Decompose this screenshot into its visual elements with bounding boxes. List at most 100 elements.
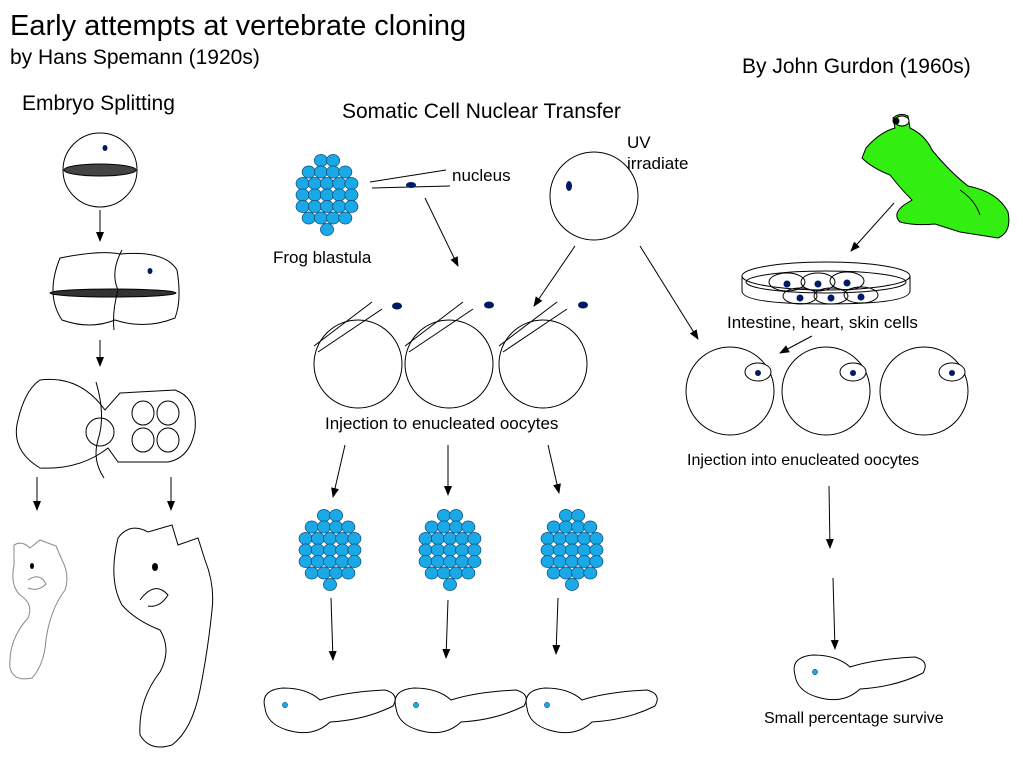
blastula-cell (344, 200, 359, 213)
blastula-cell (449, 520, 463, 534)
blastula-cell (329, 520, 343, 534)
scnt-injection-label: Injection to enucleated oocytes (325, 414, 559, 433)
blastula-cell (546, 566, 561, 580)
blastula-cell (552, 532, 567, 545)
blastula-cell (344, 188, 359, 202)
oocyte-icon (685, 346, 969, 436)
arrow (639, 245, 699, 340)
tadpole-eye (413, 701, 419, 709)
blastula-cell (344, 177, 359, 190)
irradiate-label: irradiate (627, 154, 689, 173)
blastula-cell (424, 520, 439, 534)
tadpole-eye (282, 701, 288, 709)
pipette-edge (502, 308, 568, 353)
blastula-cell (310, 543, 325, 557)
blastula-cell (295, 177, 310, 190)
blastula-cell (418, 532, 433, 545)
blastula-cell (329, 566, 343, 580)
frog-blastula-label: Frog blastula (273, 248, 372, 267)
blastula-cell (443, 543, 457, 557)
arrow (331, 444, 346, 498)
blastula-cell (307, 177, 322, 190)
blastula-cell (430, 555, 445, 568)
blastula-cell (341, 520, 356, 534)
page-subtitle: by Hans Spemann (1920s) (10, 46, 260, 69)
blastula-cell (341, 566, 356, 580)
blastula-cell (323, 555, 337, 568)
blastula-cell (577, 532, 592, 545)
gurdon-heading: By John Gurdon (1960s) (742, 55, 971, 78)
uv-oocyte-icon (549, 151, 639, 241)
arrow (552, 597, 561, 655)
nucleus-label: nucleus (452, 166, 511, 185)
oocyte (313, 319, 403, 409)
blastula-cell (347, 555, 362, 568)
blastula-cell (310, 555, 325, 568)
tadpole-eye (812, 668, 818, 676)
embryo-splitting-heading: Embryo Splitting (22, 92, 175, 115)
blastula-cell (430, 532, 445, 545)
blastula-cell (307, 188, 322, 202)
blastula-cell (332, 200, 347, 213)
blastula-cell (313, 211, 328, 225)
arrow (328, 597, 337, 661)
blastula-cell (326, 165, 340, 179)
blastula-cell (338, 165, 353, 179)
blastula-cell (418, 555, 433, 568)
tadpole-body (525, 687, 658, 734)
oocyte-icon (313, 301, 588, 409)
pipette-edge (408, 308, 474, 353)
blastula-cell (577, 543, 592, 557)
blastula-cell (301, 165, 316, 179)
nucleus (484, 301, 494, 309)
blastula-cell (338, 211, 353, 225)
blastula-cell (347, 532, 362, 545)
frog-icon (861, 113, 1010, 239)
large-larva-icon (113, 524, 214, 748)
blastula-cell (443, 555, 457, 568)
blastula-cell (301, 211, 316, 225)
pipette-edge (317, 308, 383, 353)
blastula-cell (449, 566, 463, 580)
blastula-cell (323, 532, 337, 545)
blastula-cell (316, 566, 331, 580)
blastula-cell (326, 211, 340, 225)
oocyte (781, 346, 871, 436)
blastula-cell (552, 543, 567, 557)
blastula-cell (565, 543, 579, 557)
arrow (825, 485, 834, 549)
cells-label: Intestine, heart, skin cells (727, 313, 918, 332)
blastula-cell (540, 543, 555, 557)
arrow (424, 197, 459, 267)
blastula-cell (313, 165, 328, 179)
gurdon-injection-label: Injection into enucleated oocytes (687, 452, 920, 469)
pipette-icon (369, 169, 451, 189)
blastula-cell (583, 566, 598, 580)
blastula-cell (577, 555, 592, 568)
pipette-edge (313, 301, 373, 347)
blastula-cell (571, 520, 585, 534)
blastula-cell (449, 509, 463, 522)
blastula-cell (310, 532, 325, 545)
blastula-cell (571, 566, 585, 580)
blastula-cell (418, 543, 433, 557)
blastula-cell (347, 543, 362, 557)
blastula-cell (552, 555, 567, 568)
tadpole-icon (793, 654, 926, 701)
blastula-cell (316, 509, 331, 522)
uv-label: UV (627, 133, 651, 152)
blastula-cell (320, 188, 334, 202)
nucleus (578, 301, 588, 309)
tadpole-eye (544, 701, 550, 709)
blastula-cell (298, 532, 313, 545)
blastula-cell (540, 532, 555, 545)
oocyte (404, 319, 494, 409)
blastula-cell (320, 200, 334, 213)
blastula-cell (443, 532, 457, 545)
blastula-cell (316, 520, 331, 534)
blastula-cell (583, 520, 598, 534)
blastula-cell (436, 520, 451, 534)
blastula-cell (295, 200, 310, 213)
blastula-cell (559, 566, 573, 580)
tadpole-body (793, 654, 926, 701)
